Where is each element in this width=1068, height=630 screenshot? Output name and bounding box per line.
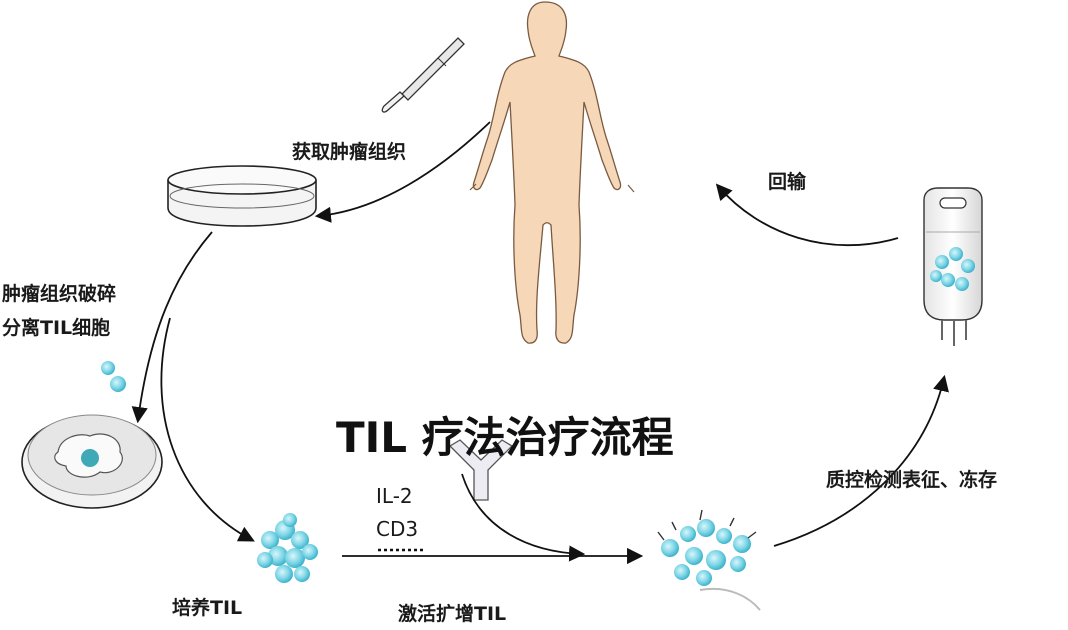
petri-dish-icon xyxy=(167,165,317,227)
arrow-culture xyxy=(160,317,255,542)
tumor-dish-icon xyxy=(21,414,163,509)
activated-cells-icon xyxy=(657,509,761,611)
label-fragment-line1: 肿瘤组织破碎 xyxy=(2,282,116,305)
diagram-title: TIL 疗法治疗流程 xyxy=(336,413,674,462)
label-activate: 激活扩增TIL xyxy=(398,602,506,625)
arrow-reinfuse xyxy=(715,183,899,247)
antibody-icon xyxy=(448,439,514,501)
label-harvest: 获取肿瘤组织 xyxy=(292,140,406,163)
arrow-qc xyxy=(773,374,949,547)
label-cd3: CD3 xyxy=(376,517,418,541)
label-fragment-line2: 分离TIL细胞 xyxy=(2,316,110,339)
arrow-antibody xyxy=(461,473,586,562)
arrow-fragment xyxy=(131,231,213,424)
human-body-icon xyxy=(469,1,635,344)
arrow-harvest xyxy=(314,121,491,223)
label-reinfuse: 回输 xyxy=(768,170,807,193)
infusion-bag-icon xyxy=(923,187,983,346)
scalpel-icon xyxy=(381,37,465,113)
cell-cluster-icon xyxy=(257,513,318,583)
floating-cells-icon xyxy=(101,361,126,392)
process-arrows xyxy=(131,121,949,565)
label-qc: 质控检测表征、冻存 xyxy=(826,468,997,491)
label-culture: 培养TIL xyxy=(172,596,242,619)
label-il2: IL-2 xyxy=(376,484,413,508)
